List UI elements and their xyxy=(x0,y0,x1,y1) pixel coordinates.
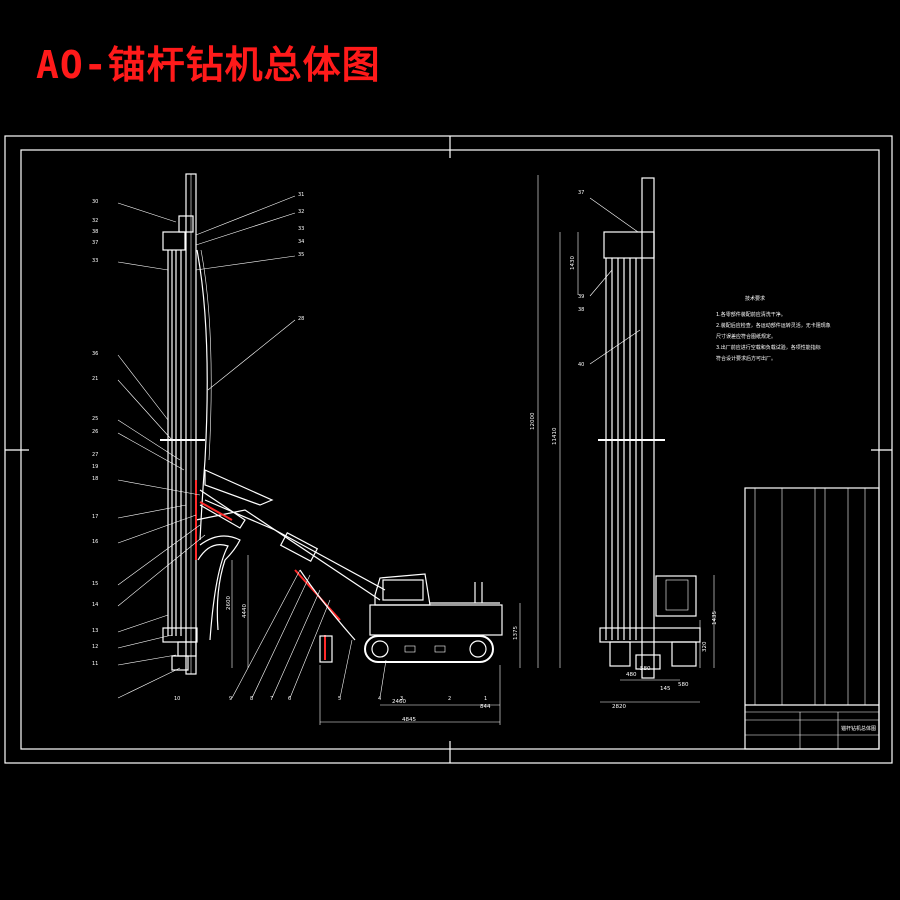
title-block-name: 锚杆钻机总体图 xyxy=(841,725,876,732)
tech-note-line: 2.装配后应检查，各运动部件运转灵活，无卡阻现象 xyxy=(716,322,831,329)
part-number-label: 28 xyxy=(298,316,304,322)
dimension-label: 1435 xyxy=(712,611,718,625)
part-labels: 3032383733362125262719181716151413121131… xyxy=(92,190,718,723)
part-number-label: 33 xyxy=(92,258,98,264)
part-number-label: 10 xyxy=(174,696,180,702)
part-number-label: 14 xyxy=(92,602,98,608)
part-number-label: 34 xyxy=(298,239,304,245)
drawing-title: AO-锚杆钻机总体图 xyxy=(36,43,381,87)
side-view-leader-lines xyxy=(117,195,387,699)
tech-notes-heading: 技术要求 xyxy=(745,295,765,302)
part-number-label: 7 xyxy=(270,696,273,702)
part-number-label: 5 xyxy=(338,696,341,702)
dimension-label: 11410 xyxy=(552,427,558,445)
part-number-label: 37 xyxy=(578,190,584,196)
side-view-mast xyxy=(160,173,212,675)
part-number-label: 19 xyxy=(92,464,98,470)
technical-notes: 技术要求 1.各零部件装配前应清洗干净。 2.装配后应检查，各运动部件运转灵活，… xyxy=(716,295,831,362)
part-number-label: 9 xyxy=(229,696,232,702)
part-number-label: 38 xyxy=(578,307,584,313)
dimension-label: 12000 xyxy=(530,412,536,430)
part-number-label: 6 xyxy=(288,696,291,702)
part-number-label: 8 xyxy=(250,696,253,702)
dimension-label: 2820 xyxy=(612,704,626,710)
part-number-label: 39 xyxy=(578,294,584,300)
part-number-label: 2 xyxy=(448,696,451,702)
tech-note-line: 尺寸误差应符合图纸规定。 xyxy=(716,333,776,340)
part-number-label: 12 xyxy=(92,644,98,650)
front-view xyxy=(537,175,715,703)
dimension-label: 480 xyxy=(626,672,637,678)
drawing-frame xyxy=(4,135,893,764)
part-number-label: 4 xyxy=(378,696,381,702)
part-number-label: 27 xyxy=(92,452,98,458)
tech-note-line: 符合设计要求后方可出厂。 xyxy=(716,355,776,362)
part-number-label: 35 xyxy=(298,252,304,258)
part-number-label: 11 xyxy=(92,661,98,667)
dimension-label: 145 xyxy=(660,686,671,692)
part-number-label: 37 xyxy=(92,240,98,246)
part-number-label: 40 xyxy=(578,362,584,368)
part-number-label: 15 xyxy=(92,581,98,587)
dimension-label: 580 xyxy=(640,666,651,672)
part-number-label: 18 xyxy=(92,476,98,482)
part-number-label: 17 xyxy=(92,514,98,520)
part-number-label: 36 xyxy=(92,351,98,357)
part-number-label: 1 xyxy=(484,696,487,702)
side-view-carrier xyxy=(319,573,503,663)
dimension-label: 4440 xyxy=(242,604,248,618)
part-number-label: 21 xyxy=(92,376,98,382)
dimension-label: 2460 xyxy=(392,699,406,705)
dimension-label: 844 xyxy=(480,704,491,710)
tech-note-line: 1.各零部件装配前应清洗干净。 xyxy=(716,311,786,318)
dimension-label: 1430 xyxy=(570,256,576,270)
part-number-label: 32 xyxy=(298,209,304,215)
dimension-label: 2600 xyxy=(226,596,232,610)
dimension-label: 320 xyxy=(702,641,708,652)
dimension-label: 580 xyxy=(678,682,689,688)
parts-list-table: 锚杆钻机总体图 xyxy=(744,487,880,750)
part-number-label: 25 xyxy=(92,416,98,422)
part-number-label: 32 xyxy=(92,218,98,224)
side-view-boom xyxy=(195,469,386,660)
part-number-label: 31 xyxy=(298,192,304,198)
dimension-label: 1375 xyxy=(513,626,519,640)
part-number-label: 30 xyxy=(92,199,98,205)
part-number-label: 38 xyxy=(92,229,98,235)
part-number-label: 13 xyxy=(92,628,98,634)
side-view-dimensions xyxy=(231,555,521,725)
part-number-label: 16 xyxy=(92,539,98,545)
part-number-label: 26 xyxy=(92,429,98,435)
tech-note-line: 3.出厂前应进行空载和负载试验，各项性能指标 xyxy=(716,344,821,351)
part-number-label: 3 xyxy=(400,696,403,702)
part-number-label: 33 xyxy=(298,226,304,232)
dimension-label: 4845 xyxy=(402,717,416,723)
